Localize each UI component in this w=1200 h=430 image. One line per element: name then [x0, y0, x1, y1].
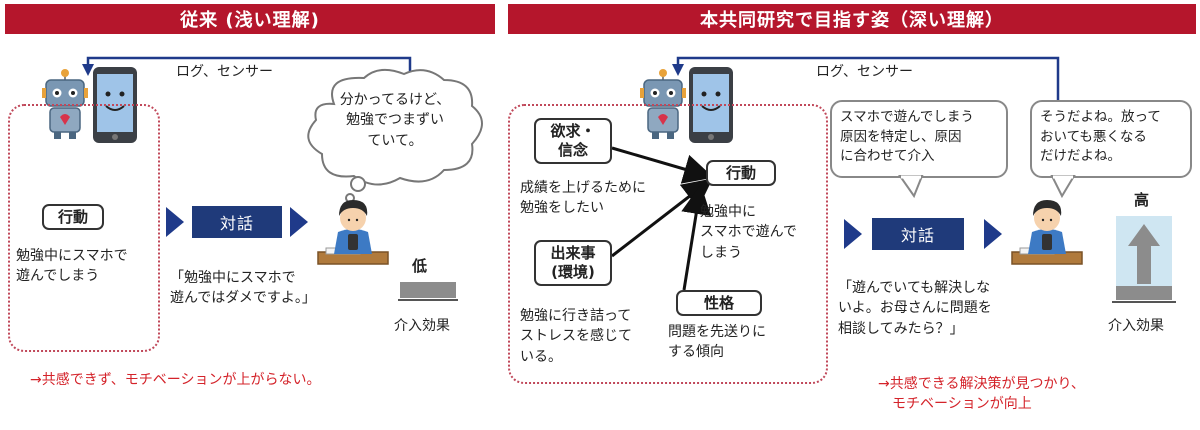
chevron-right-icon [166, 207, 184, 237]
left-action-text: 勉強中にスマホで 遊んでしまう [16, 248, 128, 285]
event-label: 出来事 (環境) [534, 240, 612, 286]
chevron-right-icon [984, 219, 1002, 249]
bubble-tail [898, 175, 924, 199]
left-level-label: 低 [412, 257, 428, 275]
up-arrow-icon [1112, 216, 1176, 303]
right-header: 本共同研究で目指す姿（深い理解） [508, 4, 1196, 34]
right-level-label: 高 [1134, 191, 1150, 209]
student-icon [1011, 200, 1083, 265]
left-conclusion: →共感できず、モチベーションが上がらない。 [30, 372, 321, 388]
bubble-tail [1050, 175, 1076, 199]
left-speech: 「勉強中にスマホで 遊んではダメですよ。」 [170, 270, 316, 307]
left-dialogue-box: 対話 [192, 206, 282, 238]
left-behavior-frame [8, 104, 160, 352]
student-icon [317, 200, 389, 265]
left-effect-label: 介入効果 [394, 318, 450, 334]
effect-bar-icon [398, 282, 458, 301]
desire-label: 欲求・ 信念 [534, 118, 612, 164]
right-dialogue-box: 対話 [872, 218, 964, 250]
left-action-label: 行動 [42, 204, 104, 230]
right-conclusion: →共感できる解決策が見つかり、 モチベーションが向上 [878, 376, 1085, 413]
personality-text: 問題を先送りに する傾向 [668, 324, 766, 361]
robot-icon [640, 69, 686, 139]
left-thought-text: 分かってるけど、 勉強でつまずい ていて。 [339, 92, 451, 149]
right-log-label: ログ、センサー [816, 64, 914, 80]
left-log-label: ログ、センサー [176, 64, 274, 80]
right-effect-label: 介入効果 [1108, 318, 1164, 334]
right-speech: 「遊んでいても解決しな いよ。お母さんに問題を 相談してみたら？」 [838, 280, 992, 337]
insight-bubble: スマホで遊んでしまう 原因を特定し、原因 に合わせて介入 [830, 100, 1008, 178]
chevron-right-icon [290, 207, 308, 237]
chevron-right-icon [844, 219, 862, 249]
thought-bubble-icon [307, 68, 483, 203]
right-action-text: 勉強中に スマホで遊んで しまう [700, 204, 797, 261]
right-model-frame [508, 104, 828, 384]
robot-icon [42, 69, 88, 139]
left-header: 従来 (浅い理解) [5, 4, 495, 34]
student-reply-bubble: そうだよね。放って おいても悪くなる だけだよね。 [1030, 100, 1192, 178]
desire-text: 成績を上げるために 勉強をしたい [520, 180, 646, 217]
personality-label: 性格 [676, 290, 762, 316]
event-text: 勉強に行き詰って ストレスを感じて いる。 [520, 308, 632, 365]
right-action-label: 行動 [706, 160, 776, 186]
